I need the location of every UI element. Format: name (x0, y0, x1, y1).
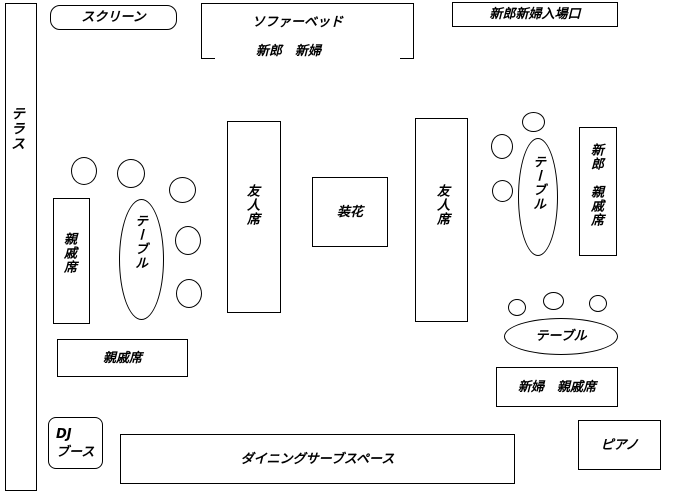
chair (71, 157, 97, 185)
chair (175, 226, 201, 255)
piano: ピアノ (578, 420, 661, 470)
chair (508, 299, 526, 316)
bride-relatives-seat: 新婦 親戚席 (496, 367, 618, 407)
bride-relatives-seat-label: 新婦 親戚席 (517, 379, 596, 395)
flowers-label: 装花 (336, 204, 363, 220)
table-left-label: テーブル (132, 214, 147, 270)
dining-serve-space-label: ダイニングサーブスペース (240, 451, 395, 467)
friends-seat-right-label: 友人席 (434, 184, 449, 226)
table-bottom-right: テーブル (504, 318, 618, 355)
entrance: 新郎新婦入場口 (452, 2, 618, 27)
table-bottom-right-label: テーブル (535, 329, 587, 344)
terrace-label: テラス (9, 106, 25, 151)
relatives-seat-left-label: 親戚席 (61, 232, 76, 274)
table-right-vertical (518, 138, 558, 256)
chair (522, 112, 545, 132)
chair (589, 295, 607, 312)
piano-label: ピアノ (600, 437, 639, 453)
groom-relatives-seat (579, 127, 617, 256)
dj-booth (48, 417, 103, 469)
dining-serve-space: ダイニングサーブスペース (120, 434, 515, 484)
chair (117, 159, 145, 188)
chair (491, 134, 513, 159)
table-left (119, 199, 164, 320)
chair (176, 279, 202, 308)
relatives-seat-left (53, 198, 90, 324)
terrace-area (5, 3, 37, 491)
relatives-seat-bottom-left: 親戚席 (57, 339, 188, 377)
sofa-bed (201, 3, 414, 58)
sofa-couple-label: 新郎 新婦 (256, 44, 322, 59)
chair (543, 292, 564, 310)
friends-seat-left-label: 友人席 (244, 184, 259, 226)
entrance-label: 新郎新婦入場口 (489, 7, 581, 22)
chair (169, 177, 196, 203)
flowers: 装花 (312, 177, 388, 247)
friends-seat-right (415, 118, 468, 322)
chair (492, 180, 513, 202)
dj-label: DJ (56, 427, 72, 442)
relatives-seat-bottom-left-label: 親戚席 (102, 350, 142, 366)
sofa-bed-label: ソファーベッド (252, 15, 344, 30)
friends-seat-left (227, 121, 281, 313)
screen-label: スクリーン (81, 10, 146, 25)
groom-relatives-seat-label: 新郎 親戚席 (588, 143, 603, 227)
screen: スクリーン (50, 5, 177, 30)
table-right-vertical-label: テーブル (530, 155, 545, 211)
sofa-bed-foot-right (400, 58, 414, 59)
sofa-bed-foot-left (201, 58, 215, 59)
booth-label: ブース (56, 445, 95, 460)
